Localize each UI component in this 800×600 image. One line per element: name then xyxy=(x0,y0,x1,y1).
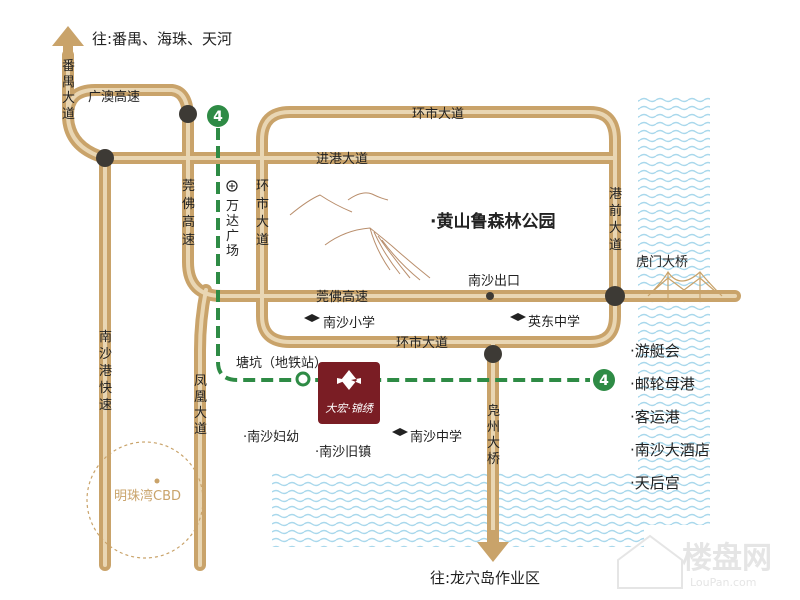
gangqian-avenue-label: 港前大道 xyxy=(609,187,622,253)
guangao-expressway-label: 广澳高速 xyxy=(88,89,140,105)
school-icon xyxy=(304,314,320,322)
port-list-item: ·南沙大酒店 xyxy=(630,441,710,459)
watermark-name: 楼盘网 xyxy=(682,541,772,576)
guanfo-expressway-path xyxy=(182,112,621,302)
south-destination: 往:龙穴岛作业区 xyxy=(430,569,540,587)
guanfo-expressway-horizontal-label: 莞佛高速 xyxy=(316,289,368,305)
park-label: ·黄山鲁森林公园 xyxy=(430,211,555,232)
metro-station-label: 塘坑（地铁站） xyxy=(236,355,327,371)
humen-bridge-label: 虎门大桥 xyxy=(636,255,688,270)
svg-text:4: 4 xyxy=(599,373,609,389)
watermark: 楼盘网 LouPan.com xyxy=(617,534,772,589)
river-east xyxy=(638,95,710,525)
metro-station-marker xyxy=(295,371,311,387)
metro-badge-icon: 4 xyxy=(207,105,229,127)
cbd-area xyxy=(86,441,204,559)
nansha-maternity-label: ·南沙妇幼 xyxy=(243,429,299,445)
north-destination: 往:番禺、海珠、天河 xyxy=(92,30,232,48)
port-list-item: ·游艇会 xyxy=(630,342,680,360)
junction-nodes xyxy=(96,105,625,363)
fanzhou-bridge-label: 凫州大桥 xyxy=(487,403,500,467)
ring-road-left-label: 环市大道 xyxy=(256,179,269,248)
panyu-avenue-label: 番禺大道 xyxy=(62,59,75,122)
metro-line-4 xyxy=(216,128,590,382)
nansha-primary-label: 南沙小学 xyxy=(323,315,375,331)
port-list-item: ·邮轮母港 xyxy=(630,375,695,393)
mountain-icon xyxy=(289,192,431,281)
ring-road-bottom-label: 环市大道 xyxy=(396,335,448,351)
svg-text:4: 4 xyxy=(213,109,223,125)
nansha-port-expressway-label: 南沙港快速 xyxy=(99,329,112,413)
guanfo-expressway-vertical-label: 莞佛高速 xyxy=(182,179,195,248)
bridge-icon xyxy=(647,270,723,300)
cbd-label: 明珠湾CBD xyxy=(114,488,181,504)
watermark-url: LouPan.com xyxy=(690,576,756,589)
port-list-item: ·客运港 xyxy=(630,408,680,426)
metro-badge-icon: 4 xyxy=(593,369,615,391)
river-south xyxy=(272,472,644,547)
nansha-exit-label: 南沙出口 xyxy=(468,273,520,289)
fenghuang-avenue-label: 凤凰大道 xyxy=(194,374,207,437)
wanda-label: 万达广场 xyxy=(226,199,239,259)
mall-icon xyxy=(226,180,238,192)
yingdong-middle-label: 英东中学 xyxy=(528,314,580,330)
house-icon xyxy=(617,534,683,589)
down-arrow-icon xyxy=(477,530,509,562)
nansha-middle-label: 南沙中学 xyxy=(410,429,462,445)
nansha-oldtown-label: ·南沙旧镇 xyxy=(315,444,371,460)
ring-road-top-label: 环市大道 xyxy=(412,106,464,122)
port-list: ·游艇会 ·邮轮母港 ·客运港 ·南沙大酒店 ·天后宫 xyxy=(630,342,710,492)
svg-text:大宏·锦绣: 大宏·锦绣 xyxy=(325,402,374,415)
port-list-item: ·天后宫 xyxy=(630,474,680,492)
school-icon xyxy=(510,313,526,321)
school-icon xyxy=(392,428,408,436)
jingang-avenue-label: 进港大道 xyxy=(316,152,368,167)
project-logo-icon: 大宏·锦绣 xyxy=(318,362,380,424)
up-arrow-icon xyxy=(52,26,84,60)
